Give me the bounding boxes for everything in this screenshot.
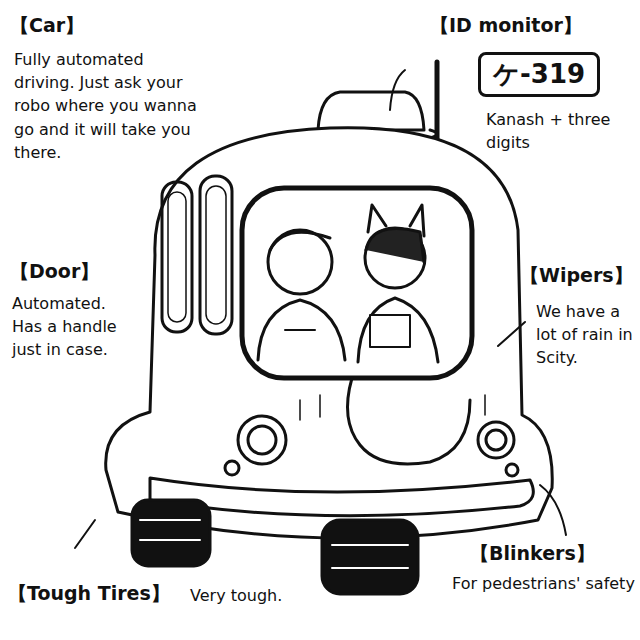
part-heading: 【Door】 (10, 258, 99, 286)
plate-text: ケ-319 (493, 57, 585, 92)
id-plate: ケ-319 (478, 52, 600, 97)
part-heading: 【Car】 (10, 12, 84, 40)
part-note: Automated. Has a handle just in case. (12, 292, 140, 362)
part-note: We have a lot of rain in Scity. (536, 300, 636, 370)
part-heading: 【Blinkers】 (470, 540, 595, 568)
part-note: Kanash + three digits (486, 108, 631, 154)
part-note: For pedestrians' safety (452, 572, 636, 595)
part-note: Very tough. (190, 584, 282, 607)
part-heading: 【Tough Tires】 (8, 580, 170, 608)
part-heading: 【Wipers】 (520, 262, 633, 290)
part-heading: 【ID monitor】 (430, 12, 582, 40)
part-note: Fully automated driving. Just ask your r… (14, 48, 209, 164)
